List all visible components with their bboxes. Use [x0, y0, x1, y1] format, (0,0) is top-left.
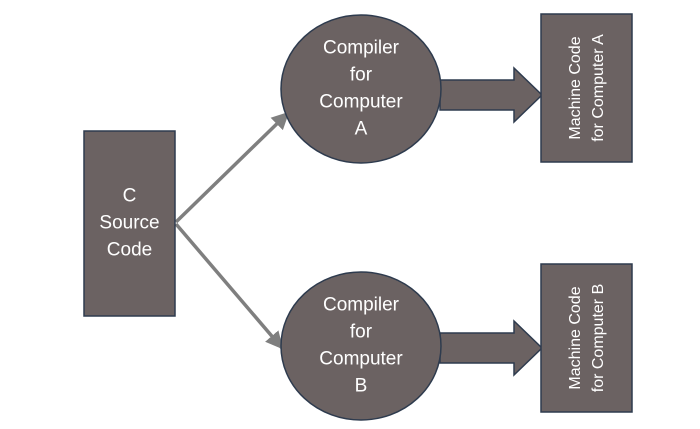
source-code-line-3: Code: [107, 240, 152, 261]
machine-code-a-line-2: for Computer A: [590, 34, 607, 142]
machine-code-b-line-1: Machine Code: [567, 286, 584, 389]
machine-code-b-line-2: for Computer B: [590, 284, 607, 392]
machine-code-a-line-1: Machine Code: [567, 36, 584, 139]
connector-source-to-compiler-a: [174, 111, 290, 224]
compiler-b-line-1: Compiler: [323, 295, 400, 316]
compiler-b-node: Compiler for Computer B: [280, 271, 442, 421]
machine-code-b-box: Machine Code for Computer B: [540, 263, 633, 413]
connector-source-to-compiler-b: [174, 222, 284, 350]
compiler-b-line-3: Computer: [319, 349, 403, 370]
source-code-line-2: Source: [99, 213, 159, 234]
compiler-a-line-1: Compiler: [323, 38, 400, 59]
compiler-a-line-3: Computer: [319, 92, 403, 113]
compiler-b-line-2: for: [350, 322, 373, 343]
machine-code-a-box: Machine Code for Computer A: [540, 13, 633, 163]
compiler-b-line-4: B: [355, 376, 368, 397]
source-code-line-1: C: [123, 186, 137, 207]
compiler-a-node: Compiler for Computer A: [280, 14, 442, 164]
compiler-a-line-2: for: [350, 65, 373, 86]
compiler-a-line-4: A: [355, 119, 368, 140]
block-arrow-a: [439, 66, 544, 124]
source-code-box: C Source Code: [83, 130, 176, 317]
block-arrow-b: [439, 319, 544, 377]
